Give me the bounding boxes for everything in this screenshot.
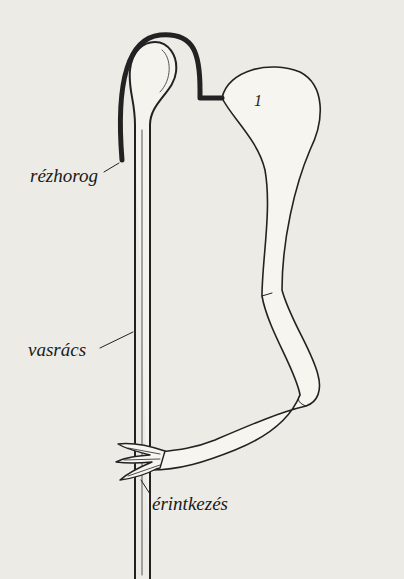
leader-line [104, 163, 119, 172]
part-label: érintkezés [152, 494, 228, 515]
frog-foot [116, 443, 165, 480]
part-label: rézhorog [30, 166, 98, 187]
leader-line [100, 332, 133, 348]
copper-hook [120, 35, 222, 160]
knee-mark [262, 293, 306, 406]
callout-number: 1 [254, 92, 262, 110]
leader-line [141, 480, 150, 494]
frog-leg [150, 67, 320, 470]
toe-lines [124, 448, 160, 476]
part-label: vasrács [28, 340, 86, 361]
